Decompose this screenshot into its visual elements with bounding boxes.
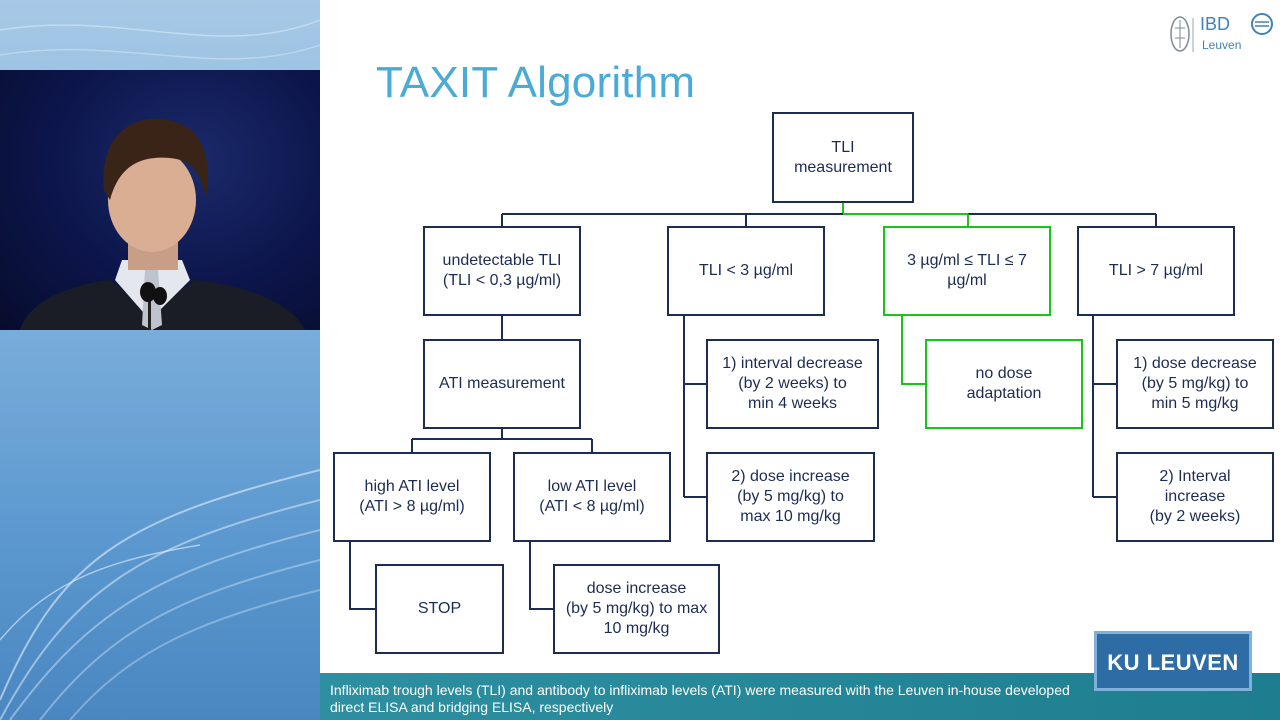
speaker-figure [20,118,305,330]
node-tli-gt7: TLI > 7 µg/ml [1077,226,1235,316]
node-dose-increase-lt3: 2) dose increase (by 5 mg/kg) to max 10 … [706,452,875,542]
presenter-panel [0,0,320,720]
node-tli-lt3: TLI < 3 µg/ml [667,226,825,316]
edge-range-nodose [901,316,926,385]
node-interval-increase: 2) Interval increase (by 2 weeks) [1116,452,1274,542]
node-dose-decrease: 1) dose decrease (by 5 mg/kg) to min 5 m… [1116,339,1274,429]
speaker-video [0,70,320,330]
node-dose-increase-low: dose increase (by 5 mg/kg) to max 10 mg/… [553,564,720,654]
node-interval-decrease: 1) interval decrease (by 2 weeks) to min… [706,339,879,429]
node-high-ati: high ATI level (ATI > 8 µg/ml) [333,452,491,542]
decorative-waves [0,19,320,720]
ibd-leuven-logo [1170,13,1273,52]
ku-leuven-logo: KU LEUVEN [1094,631,1252,691]
node-tli-range: 3 µg/ml ≤ TLI ≤ 7 µg/ml [883,226,1051,316]
edge-high-stop [349,542,376,610]
slide-title: TAXIT Algorithm [376,58,696,107]
ku-leuven-logo-text: KU LEUVEN [1107,650,1239,675]
edge-low-dose [529,542,554,610]
node-stop: STOP [375,564,504,654]
node-ati-measurement: ATI measurement [423,339,581,429]
node-no-dose-adaptation: no dose adaptation [925,339,1083,429]
footer-text: Infliximab trough levels (TLI) and antib… [330,682,1070,715]
ibd-logo-text: IBD [1200,14,1231,34]
presentation-slide: TAXIT Algorithm IBD Leuven [320,0,1280,720]
node-low-ati: low ATI level (ATI < 8 µg/ml) [513,452,671,542]
diagram-connectors [349,203,1157,610]
ibd-logo-subtext: Leuven [1202,38,1242,52]
node-undetectable-tli: undetectable TLI (TLI < 0,3 µg/ml) [423,226,581,316]
node-tli-measurement: TLI measurement [772,112,914,203]
